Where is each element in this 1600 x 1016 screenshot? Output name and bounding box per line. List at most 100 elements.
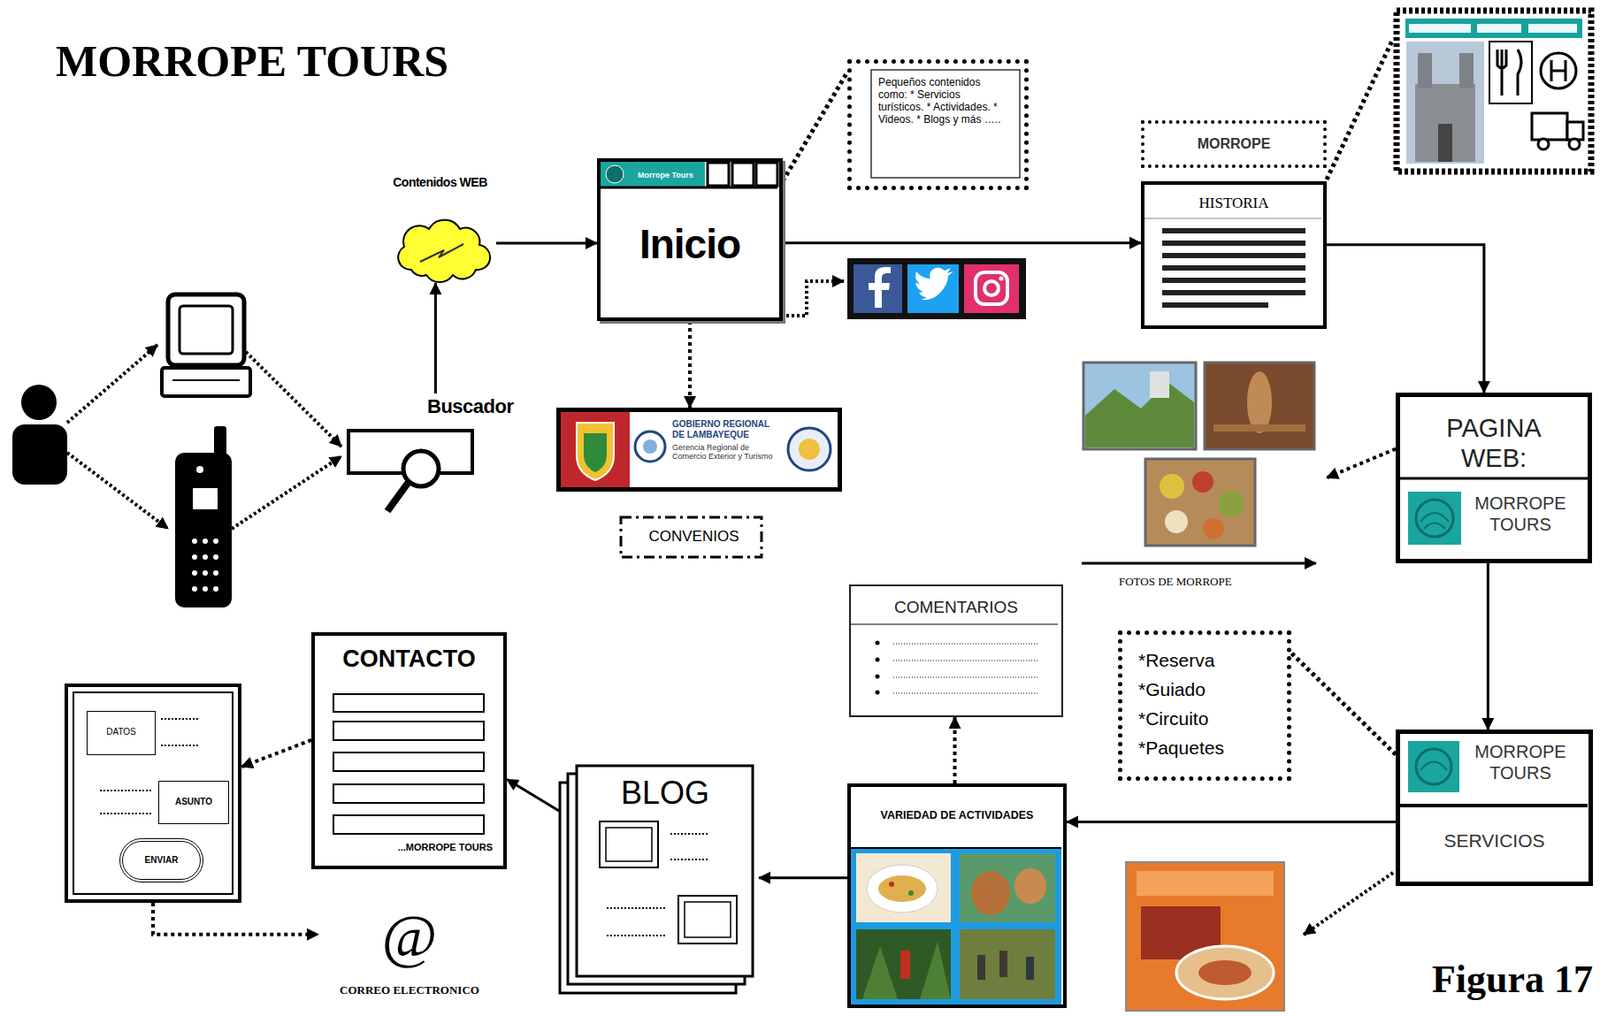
- contact-fields: [333, 784, 484, 804]
- social-icons: [975, 272, 1008, 305]
- form-field: ASUNTO: [158, 780, 230, 825]
- node-text: SERVICIOS: [1400, 829, 1589, 853]
- flow-connector: [758, 876, 848, 880]
- comment-lines: [875, 674, 881, 680]
- social-arrow: [780, 281, 844, 316]
- flow-connector: [241, 740, 312, 767]
- figure-caption: Figura 17: [1431, 956, 1593, 1003]
- phone-icon: [202, 554, 208, 560]
- activity-photos: [850, 847, 1062, 850]
- phone-icon: [213, 570, 219, 576]
- history-thumbnail: [1567, 122, 1584, 140]
- form-details: [160, 744, 200, 747]
- services-logo: [1420, 762, 1447, 772]
- node-text: CONTACTO: [314, 644, 504, 674]
- callout-frame: [871, 69, 1020, 178]
- blog-pages: [670, 833, 710, 835]
- history-thumbnail: [1531, 113, 1568, 140]
- send-button: ENVIAR: [119, 838, 204, 883]
- history-thumbnail: [1540, 53, 1577, 89]
- web-page-logo: [1416, 499, 1454, 537]
- activity-photos: [878, 875, 927, 903]
- morrope-photos: [1217, 490, 1245, 518]
- phone-icon: [175, 452, 232, 608]
- web-cloud: [398, 220, 490, 283]
- partner-logos: [643, 439, 658, 454]
- web-cloud: [398, 220, 490, 283]
- activity-photos: [971, 871, 1011, 916]
- social-icons: [907, 264, 959, 314]
- contact-form: CONTACTO ...MORROPE TOURS: [311, 632, 507, 870]
- browser-window: Morrope ToursInicio: [597, 158, 783, 322]
- activity-photos: [959, 853, 1056, 923]
- node-text: CORREO ELECTRONICO: [318, 983, 501, 998]
- browser-tab-bar: [756, 162, 778, 186]
- history-thumbnail: [1405, 18, 1583, 39]
- history-text-lines: [1162, 290, 1306, 296]
- blog-pages: [670, 858, 710, 861]
- photos-arrow: [1081, 562, 1317, 566]
- comment-lines: [893, 677, 1040, 679]
- phone-icon: [213, 586, 219, 592]
- form-field: DATOS: [86, 711, 156, 756]
- partner-logos: [583, 433, 607, 473]
- search-symbol: [403, 451, 439, 487]
- morrope-photos: [1213, 424, 1306, 432]
- blog-pages: [559, 765, 753, 994]
- history-page: HISTORIA: [1140, 181, 1327, 330]
- flow-connector: [153, 903, 319, 935]
- history-thumbnail: [1438, 123, 1453, 162]
- phone-icon: [213, 554, 219, 560]
- activity-photos: [888, 881, 895, 888]
- social-icons: [868, 267, 891, 308]
- node-text: Buscador: [427, 395, 525, 419]
- flow-connector: [506, 779, 559, 812]
- flow-connector: [1291, 653, 1396, 756]
- history-thumbnail: [1406, 41, 1485, 164]
- node-text: Pequeños contenidos como: * Servicios tu…: [878, 76, 1003, 126]
- history-thumbnail: [1528, 23, 1578, 33]
- morrope-photos: [1247, 371, 1272, 434]
- thumbnail-leader: [1326, 38, 1394, 180]
- contact-fields: [333, 815, 484, 835]
- form-details: [99, 789, 153, 792]
- web-page-logo: [1400, 477, 1588, 481]
- comment-lines: [893, 643, 1040, 694]
- web-cloud: [420, 244, 464, 262]
- poster-arrow: [1303, 872, 1394, 935]
- node-text: *Reserva *Guiado *Circuito *Paquetes: [1138, 645, 1245, 763]
- node-text: DATOS: [87, 726, 155, 739]
- flow-connector: [782, 72, 848, 182]
- partner-logos: [798, 438, 820, 460]
- history-thumbnail: [1497, 49, 1522, 96]
- node-text: ASUNTO: [159, 796, 229, 809]
- blog-pages: [678, 895, 737, 944]
- user-icon: [21, 384, 57, 421]
- node-text: HISTORIA: [1144, 193, 1324, 214]
- history-text-lines: [1144, 218, 1322, 220]
- node-text: MORROPE: [1144, 135, 1324, 154]
- web-page-logo: [1400, 478, 1588, 545]
- phone-icon: [191, 538, 198, 544]
- form-details: [73, 692, 233, 895]
- history-thumbnail: [1415, 84, 1476, 162]
- node-text: Inicio: [600, 221, 780, 268]
- flow-connector: [1066, 820, 1396, 824]
- browser-tab-bar: [600, 186, 778, 190]
- form-details: [99, 812, 153, 815]
- search-symbol: [348, 430, 473, 512]
- social-icons: [847, 258, 1026, 320]
- node-text: ...MORROPE TOURS: [314, 841, 504, 854]
- social-arrow: [780, 281, 844, 316]
- history-thumbnail: [1551, 60, 1566, 82]
- activity-photos: [1014, 868, 1047, 904]
- partner-logos: [576, 422, 614, 481]
- history-text-lines: [1162, 240, 1306, 246]
- activity-photos: [850, 849, 1062, 1005]
- comment-lines: [850, 624, 1058, 626]
- history-text-lines: [1162, 252, 1306, 259]
- history-thumbnail: [1396, 10, 1592, 172]
- node-text: Gerencia Regional de Comercio Exterior y…: [672, 443, 783, 461]
- blog-pages: [576, 765, 753, 977]
- history-thumbnail: [1408, 23, 1471, 33]
